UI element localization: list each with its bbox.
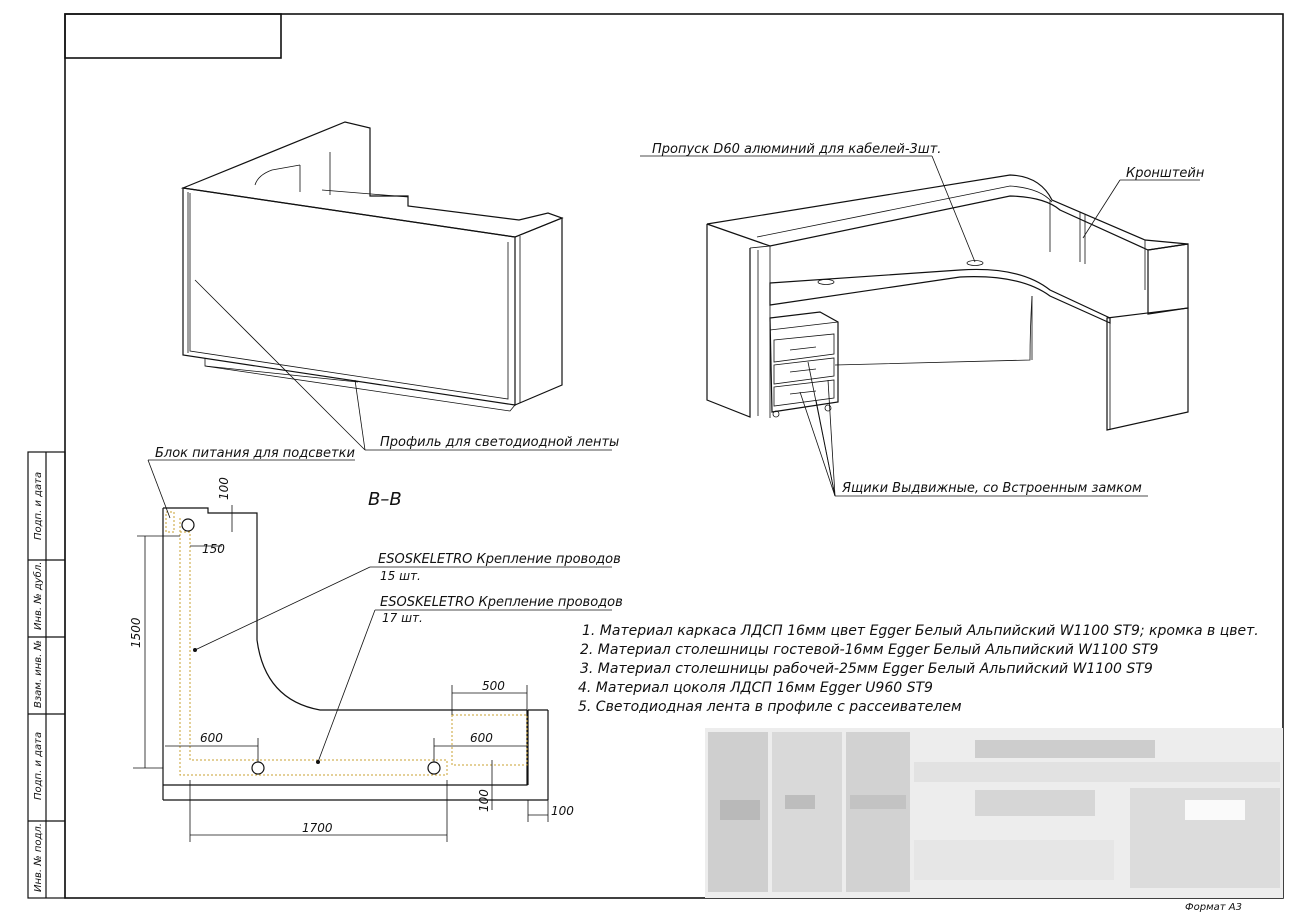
desk-back-view bbox=[706, 174, 1189, 431]
stamp-cell-replace-inv: Взам. инв. № bbox=[33, 640, 44, 708]
callout-cable-grommet: Пропуск D60 алюминий для кабелей-3шт. bbox=[652, 142, 941, 157]
section-label: В–В bbox=[368, 489, 402, 510]
format-label: Формат А3 bbox=[1185, 902, 1242, 913]
section-plan bbox=[162, 507, 549, 801]
dim-500: 500 bbox=[482, 679, 505, 693]
note-1: 1. Материал каркаса ЛДСП 16мм цвет Egger… bbox=[582, 623, 1259, 639]
callout-wire-clip-2: ESOSKELETRO Крепление проводов bbox=[380, 595, 623, 610]
dim-1700: 1700 bbox=[302, 821, 333, 835]
dim-100-top: 100 bbox=[217, 477, 231, 500]
note-2: 2. Материал столешницы гостевой-16мм Egg… bbox=[580, 642, 1159, 658]
callout-wire-clip-2-qty: 17 шт. bbox=[382, 611, 423, 625]
callout-wire-clip-1: ESOSKELETRO Крепление проводов bbox=[378, 552, 621, 567]
callout-drawers: Ящики Выдвижные, со Встроенным замком bbox=[841, 481, 1142, 496]
callout-led-profile: Профиль для светодиодной ленты bbox=[380, 435, 619, 450]
leader-lines bbox=[147, 155, 1200, 763]
stamp-cell-inv-orig: Инв. № подл. bbox=[33, 823, 44, 892]
material-notes: 1. Материал каркаса ЛДСП 16мм цвет Egger… bbox=[578, 623, 1259, 715]
callout-power-supply: Блок питания для подсветки bbox=[155, 446, 355, 461]
dim-100-bottom: 100 bbox=[477, 789, 491, 812]
dim-600-right: 600 bbox=[470, 731, 493, 745]
desk-front-view bbox=[180, 121, 564, 412]
title-block-redacted bbox=[705, 728, 1283, 898]
stamp-cell-inv-dupl: Инв. № дубл. bbox=[32, 562, 44, 630]
dim-600-left: 600 bbox=[200, 731, 223, 745]
dim-1500: 1500 bbox=[129, 617, 143, 648]
dim-100-right: 100 bbox=[551, 804, 574, 818]
callout-wire-clip-1-qty: 15 шт. bbox=[380, 569, 421, 583]
dimension-lines bbox=[133, 505, 549, 842]
note-3: 3. Материал столешницы рабочей-25мм Egge… bbox=[580, 661, 1153, 677]
note-5: 5. Светодиодная лента в профиле с рассеи… bbox=[578, 699, 962, 715]
callout-bracket: Кронштейн bbox=[1126, 166, 1205, 181]
note-4: 4. Материал цоколя ЛДСП 16мм Egger U960 … bbox=[578, 680, 933, 696]
stamp-cell-sign-date-2: Подп. и дата bbox=[33, 732, 44, 800]
stamp-cell-sign-date-1: Подп. и дата bbox=[33, 472, 44, 540]
side-stamp: Подп. и дата Инв. № дубл. Взам. инв. № П… bbox=[27, 451, 66, 899]
dim-150: 150 bbox=[202, 542, 225, 556]
